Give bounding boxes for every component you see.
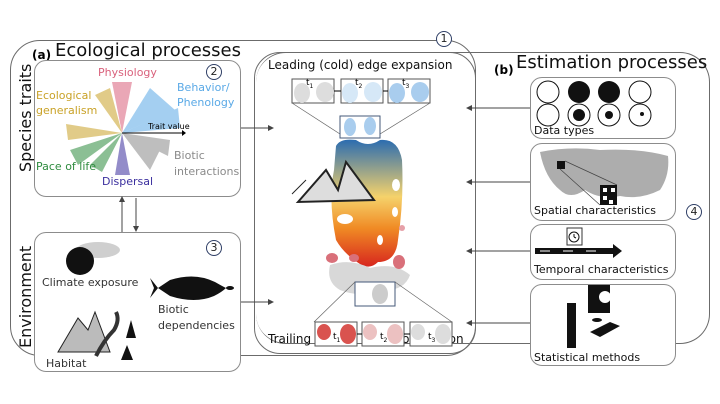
panel-a-title: Ecological processes [55,40,241,61]
climate-sun-cloud-icon [66,242,120,275]
panel-a-letter: (a) [32,48,52,62]
leading-t2-label: t2 [355,78,363,90]
leading-snapshot-t2 [340,78,384,104]
panel-b-title: Estimation processes [516,52,708,73]
trait-pace-of-life: Pace of life [36,160,97,173]
trait-physiology: Physiology [98,66,157,79]
trait-value-axis-label: Trait value [148,122,190,131]
trailing-t1-label: t1 [333,332,341,344]
panel-b-letter: (b) [494,63,514,77]
temporal-label: Temporal characteristics [534,263,669,276]
estimation-processes-panel [256,52,710,344]
leading-t1-label: t1 [306,78,314,90]
tuna-fish-icon [150,276,234,300]
badge-2: 2 [206,64,222,80]
trailing-snapshot-t3 [409,321,453,347]
badge-1: 1 [436,31,452,47]
trait-dispersal: Dispersal [102,175,154,188]
climate-exposure-label: Climate exposure [42,276,139,289]
leading-edge-title: Leading (cold) edge expansion [268,58,453,72]
badge-4: 4 [686,204,702,220]
spatial-label: Spatial characteristics [534,204,656,217]
trailing-t3-label: t3 [428,332,436,344]
trailing-snapshot-t1 [314,321,358,347]
data-types-label: Data types [534,124,595,137]
badge-3: 3 [206,240,222,256]
range-shift-box [254,52,476,354]
trait-behavior: Behavior/Phenology [177,81,235,109]
habitat-label: Habitat [46,357,87,370]
statistical-label: Statistical methods [534,351,641,364]
leading-snapshot-t1 [291,78,335,104]
trailing-t2-label: t2 [380,332,388,344]
habitat-mountains-icon [57,310,136,360]
leading-t3-label: t3 [402,78,410,90]
